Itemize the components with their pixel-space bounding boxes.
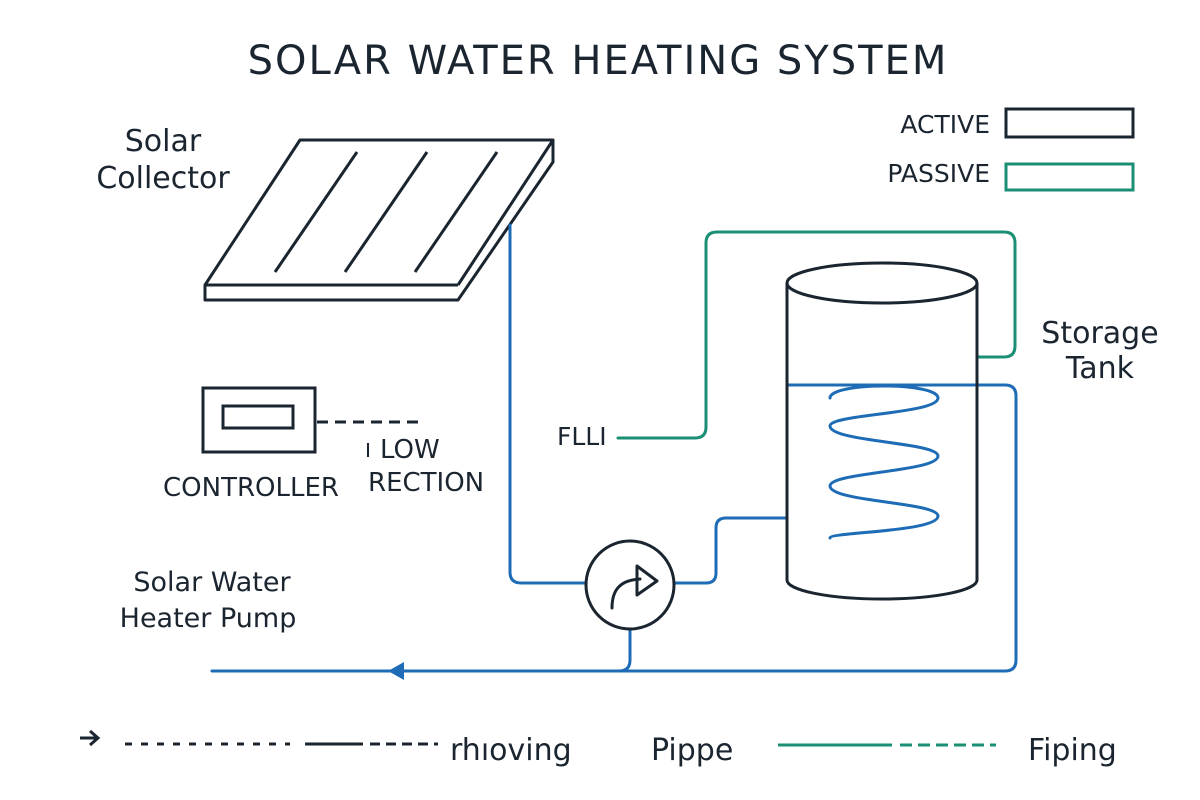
storage-tank-label-line1: Storage <box>1041 316 1158 351</box>
legend-active-label: ACTIVE <box>900 110 990 139</box>
collector-tube-2 <box>343 151 429 273</box>
diagram-title: SOLAR WATER HEATING SYSTEM <box>248 38 949 84</box>
pump-to-tank-pipe <box>673 516 789 585</box>
tank-return-pipe <box>210 383 1018 673</box>
pump-label-line2: Heater Pump <box>120 603 297 634</box>
pump-label-line1: Solar Water <box>133 567 291 598</box>
pump-housing <box>584 539 676 631</box>
tank-top <box>785 261 979 305</box>
solar-collector <box>203 138 555 302</box>
controller-label: CONTROLLER <box>163 473 339 503</box>
tank-body <box>785 283 979 601</box>
storage-tank <box>785 261 979 601</box>
footer-legend: rhıoving Pippe Fiping <box>80 729 1117 768</box>
legend-passive-label: PASSIVE <box>887 159 990 188</box>
solar-collector-label-line1: Solar <box>125 124 202 159</box>
pump-arrow-head-icon <box>635 564 659 597</box>
pump-drop-pipe <box>617 625 632 673</box>
heat-exchanger-coil <box>828 384 940 540</box>
pump <box>584 539 676 631</box>
flli-label: FLLI <box>557 422 607 451</box>
active-piping <box>210 223 1018 673</box>
flow-direction-label-line2: RECTION <box>368 468 484 498</box>
controller-display <box>221 404 295 430</box>
legend-active-swatch <box>1004 107 1135 139</box>
legend: ACTIVE PASSIVE <box>887 107 1135 192</box>
storage-tank-label-line2: Tank <box>1065 351 1135 386</box>
flow-direction-label-line1: LOW <box>380 435 440 465</box>
collector-tube-3 <box>413 151 499 273</box>
collector-tube-1 <box>273 151 359 273</box>
footer-item-3-text: Fiping <box>1028 733 1117 768</box>
pump-arrow-icon <box>610 577 642 610</box>
solar-collector-label-line2: Collector <box>96 161 230 196</box>
footer-item-2-text: Pippe <box>651 733 733 768</box>
footer-item-1-text: rhıoving <box>450 733 572 768</box>
legend-passive-swatch <box>1004 162 1135 192</box>
collector-edge-right <box>456 139 555 286</box>
controller <box>201 386 423 457</box>
footer-arrow-icon <box>89 729 101 747</box>
collector-to-pump-pipe <box>508 223 589 585</box>
return-flow-arrow <box>388 662 404 680</box>
passive-loop-pipe <box>616 230 1017 440</box>
